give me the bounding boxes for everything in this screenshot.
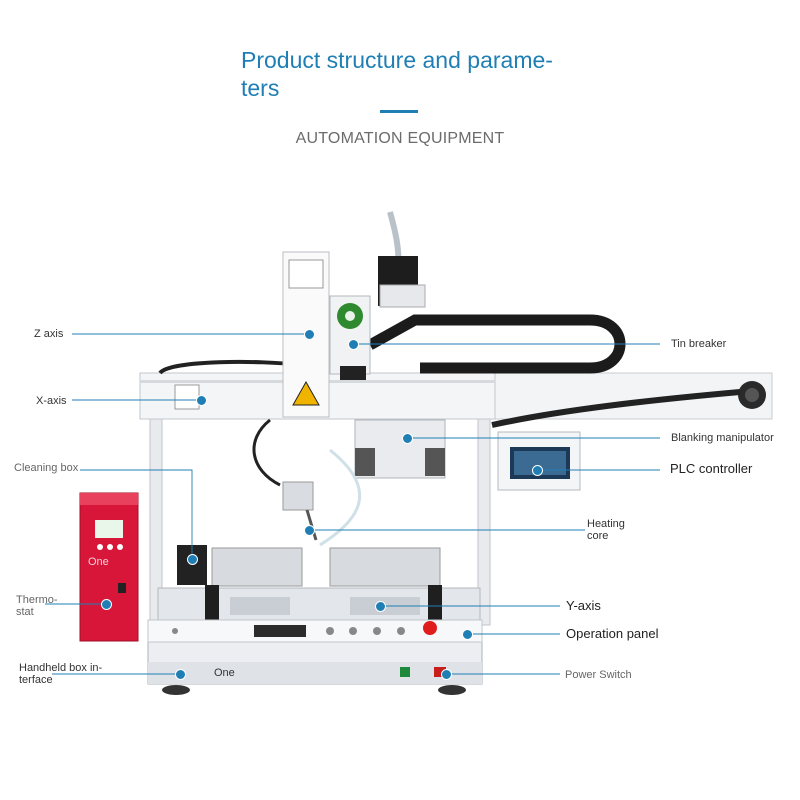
- label-z-axis: Z axis: [34, 328, 63, 340]
- label-plc-controller: PLC controller: [670, 463, 752, 475]
- marker-plc: [532, 465, 543, 476]
- thermostat-display: [95, 520, 123, 538]
- label-tin-breaker: Tin breaker: [671, 338, 726, 350]
- marker-operation-panel: [462, 629, 473, 640]
- marker-power-switch: [441, 669, 452, 680]
- label-thermostat-line-2: stat: [16, 606, 58, 618]
- operation-panel-keypad: [254, 625, 306, 637]
- power-switch-green: [400, 667, 410, 677]
- marker-blanking: [402, 433, 413, 444]
- label-thermostat-line-1: Thermo-: [16, 594, 58, 606]
- thermostat-one-tag: One: [88, 556, 109, 568]
- marker-thermostat: [101, 599, 112, 610]
- fixture-left: [212, 548, 302, 586]
- fixture-right: [330, 548, 440, 586]
- marker-y-axis: [375, 601, 386, 612]
- label-x-axis: X-axis: [36, 395, 67, 407]
- label-cleaning-box: Cleaning box: [14, 462, 78, 474]
- label-y-axis: Y-axis: [566, 600, 601, 612]
- marker-tin-breaker: [348, 339, 359, 350]
- marker-z-axis: [304, 329, 315, 340]
- heating-core-cable: [254, 420, 280, 485]
- marker-cleaning-box: [187, 554, 198, 565]
- label-thermostat: Thermo- stat: [16, 594, 58, 618]
- label-heating-core-line-2: core: [587, 530, 625, 542]
- label-handheld-interface: Handheld box in- terface: [19, 662, 102, 686]
- label-handheld-line-2: terface: [19, 674, 102, 686]
- right-beam: [492, 373, 772, 419]
- label-heating-core: Heating core: [587, 518, 625, 542]
- marker-heating-core: [304, 525, 315, 536]
- emergency-stop: [423, 621, 437, 635]
- label-heating-core-line-1: Heating: [587, 518, 625, 530]
- base-foot-left: [162, 685, 190, 695]
- x-axis-warning-plate: [175, 385, 199, 409]
- marker-x-axis: [196, 395, 207, 406]
- label-blanking-manipulator: Blanking manipulator: [671, 432, 774, 444]
- label-handheld-line-1: Handheld box in-: [19, 662, 102, 674]
- base-one-tag: One: [214, 667, 235, 679]
- base-foot-right: [438, 685, 466, 695]
- label-power-switch: Power Switch: [565, 669, 632, 681]
- marker-handheld: [175, 669, 186, 680]
- heating-core-holder: [283, 482, 313, 510]
- label-operation-panel: Operation panel: [566, 628, 659, 640]
